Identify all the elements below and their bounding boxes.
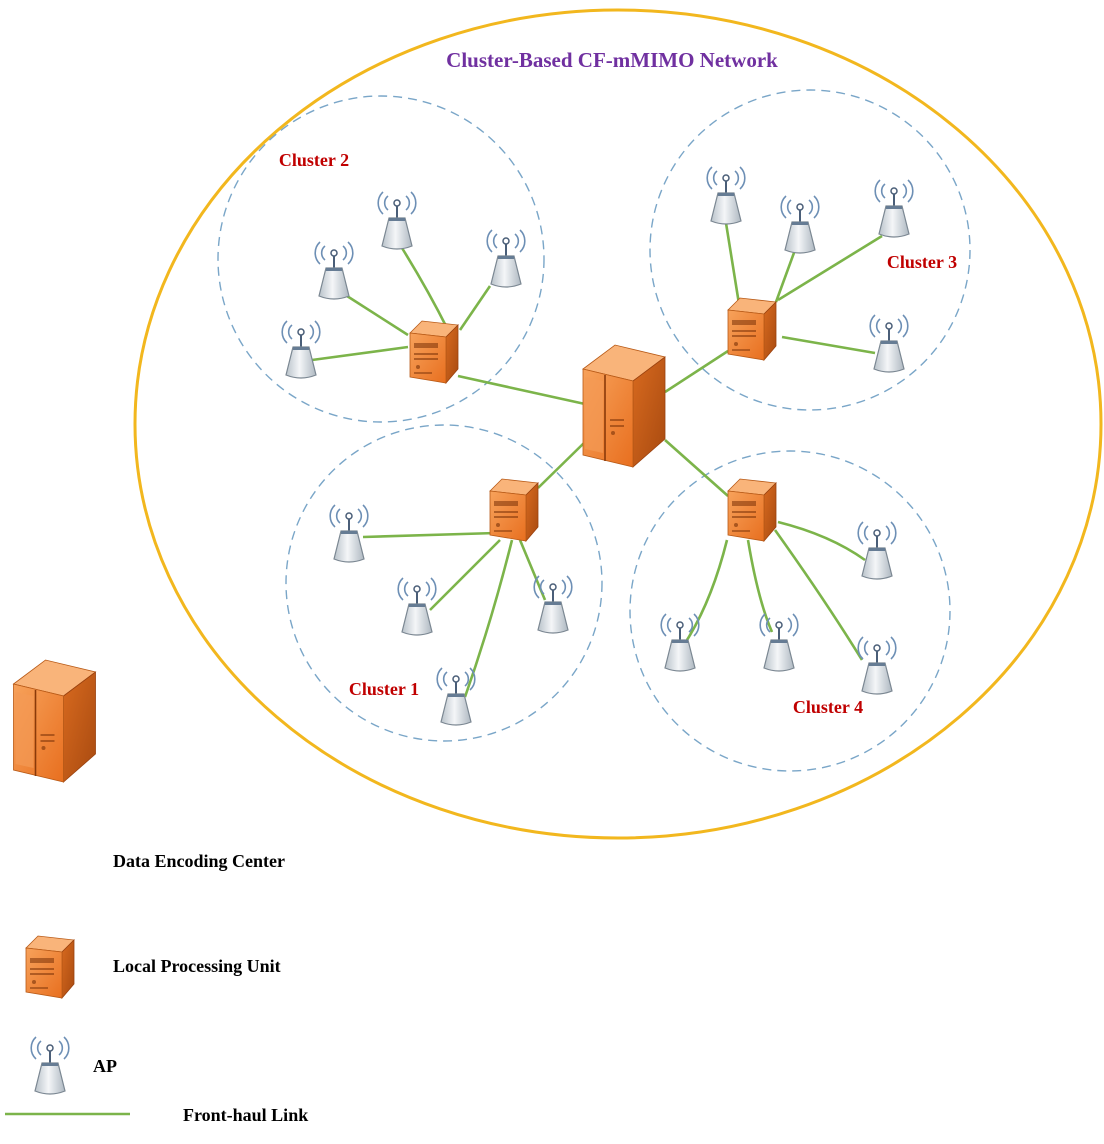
cluster-2-label: Cluster 2 [279,150,349,170]
ap-icon [314,241,354,300]
legend-fronthaul-link-label: Front-haul Link [183,1105,308,1125]
cluster-1-boundary [285,424,603,742]
ap-icon [397,577,437,636]
ap-icon [329,504,369,563]
legend-local-processing-unit-icon [25,935,75,999]
cluster-4-label: Cluster 4 [793,697,863,717]
legend-data-encoding-center-label: Data Encoding Center [113,851,285,871]
lpu-cluster-4 [727,478,777,542]
ap-icon [486,229,526,288]
legend-data-encoding-center-icon [12,659,97,783]
ap-icon [857,521,897,580]
cluster-1-label: Cluster 1 [349,679,419,699]
network-boundary [133,8,1103,840]
data-encoding-center [582,344,666,468]
fronthaul-links [311,222,883,698]
ap-icon [281,320,321,379]
ap-icon [377,191,417,250]
ap-icon [869,314,909,373]
legend: Data Encoding Center Local Processing Un… [5,659,308,1125]
lpu-cluster-3 [727,297,777,361]
legend-ap-icon [30,1036,70,1095]
ap-icon [759,613,799,672]
ap-icon [706,166,746,225]
diagram-title: Cluster-Based CF-mMIMO Network [446,48,778,72]
ap-icon [857,636,897,695]
cluster-2-boundary [217,95,545,423]
lpu-cluster-1 [489,478,539,542]
cluster-3-label: Cluster 3 [887,252,957,272]
cluster-4-boundary [629,450,951,772]
legend-local-processing-unit-label: Local Processing Unit [113,956,281,976]
cluster-boundaries [217,89,971,772]
ap-icon [436,667,476,726]
legend-ap-label: AP [93,1056,117,1076]
ap-icon [660,613,700,672]
ap-icon [780,195,820,254]
lpu-cluster-2 [409,320,459,384]
cluster-3-boundary [649,89,971,411]
ap-icon [874,179,914,238]
